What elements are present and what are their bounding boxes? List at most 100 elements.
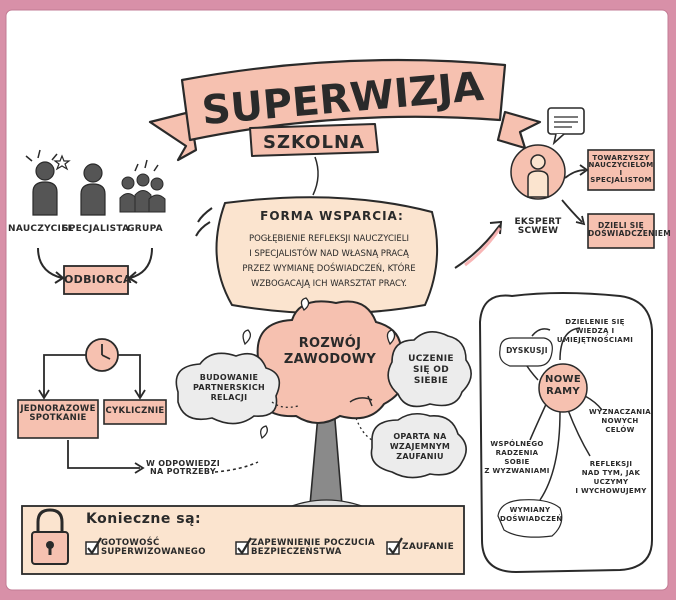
expert-shares-line: DOŚWIADCZENIEM xyxy=(588,228,672,238)
requirement-trust: ZAUFANIE xyxy=(402,542,455,552)
leaf-sprouts-icon xyxy=(242,297,396,440)
framework-sharing-label: DZIELENIE SIĘ WIEDZĄ I UMIEJĘTNOŚCIAMI xyxy=(550,318,640,345)
expert-partners-box xyxy=(587,149,655,191)
role-teacher-label: Nauczyciel xyxy=(8,224,74,234)
cloud-partner-relations xyxy=(175,352,281,425)
title-banner xyxy=(148,58,542,162)
dotted-link-right xyxy=(355,417,373,441)
one-time-line: JEDNORAZOWE xyxy=(20,404,96,414)
arrow-expert-shares xyxy=(561,199,583,223)
support-form-heading: FORMA WSPARCIA: xyxy=(260,209,404,223)
cloud-partner-line: PARTNERSKICH xyxy=(192,383,265,392)
group-sparks-icon xyxy=(134,159,159,172)
framework-item-line: DOŚWIADCZEŃ xyxy=(500,515,563,523)
requirements-panel xyxy=(21,505,465,575)
checkbox-icon xyxy=(235,537,252,555)
framework-item-line: SOBIE xyxy=(504,458,530,466)
expert-person-icon xyxy=(527,154,549,198)
framework-item-line: WSPÓLNEGO xyxy=(490,440,544,448)
cyclic-label: CYKLICZNIE xyxy=(105,406,165,416)
framework-challenges-label: WYZNACZANIA NOWYCH CELÓW xyxy=(588,408,652,435)
motion-lines xyxy=(195,207,213,237)
framework-links xyxy=(519,327,603,501)
clock-hands xyxy=(101,344,111,360)
framework-item-line: WYZNACZANIA xyxy=(589,408,651,416)
cyclic-box xyxy=(103,399,167,425)
timing-branch-right xyxy=(118,354,141,397)
spark-icon xyxy=(25,149,58,162)
timing-arrowheads xyxy=(38,389,146,400)
framework-coping-label: WSPÓLNEGO RADZENIA SOBIE Z WYZWANIAMI xyxy=(484,440,550,476)
support-form-line: PRZEZ WYMIANĘ DOŚWIADCZEŃ, KTÓRE xyxy=(242,264,416,274)
cloud-learning-line: SIĘ OD xyxy=(412,365,450,375)
checkbox-icon xyxy=(386,537,403,555)
tree-title-line: ROZWÓJ xyxy=(298,336,362,351)
requirement-line: SUPERWIZOWANEGO xyxy=(101,546,206,557)
subtitle-ribbon xyxy=(249,123,379,157)
framework-item-line: UCZYMY xyxy=(593,478,629,486)
arrow-highlight xyxy=(464,227,502,267)
cloud-learning xyxy=(387,331,472,408)
cloud-trust xyxy=(370,412,467,479)
support-form-line: WZBOGACAJĄ ICH WARSZTAT PRACY. xyxy=(251,279,407,289)
expert-partners-label: TOWARZYSZY NAUCZYCIELOM I SPECJALISTOM xyxy=(588,154,654,184)
speech-bubble-icon xyxy=(547,107,585,146)
arrowhead-shares xyxy=(575,215,586,226)
title-sub: SZKOLNA xyxy=(263,132,365,153)
subtitle-connector xyxy=(312,156,319,196)
arrow-teacher-to-recipient xyxy=(37,247,63,279)
requirement-line: ZAPEWNIENIE POCZUCIA xyxy=(251,538,376,548)
framework-item-line: UMIEJĘTNOŚCIAMI xyxy=(556,336,634,344)
framework-center xyxy=(538,363,588,413)
expert-shares-box xyxy=(587,213,655,249)
expert-shares-line: DZIELI SIĘ xyxy=(597,221,645,230)
framework-center-line: RAMY xyxy=(546,386,580,397)
framework-item-line: WYMIANY xyxy=(509,506,551,514)
support-form-blob xyxy=(215,196,439,315)
padlock-icon xyxy=(31,508,69,565)
cloud-learning-label: UCZENIE SIĘ OD SIEBIE xyxy=(400,354,462,387)
on-demand-label: W ODPOWIEDZI NA POTRZEBY xyxy=(146,459,220,477)
framework-item-line: NAD TYM, JAK xyxy=(581,469,641,477)
expert-label-line: EKSPERT xyxy=(514,217,562,227)
role-group-label: Grupa xyxy=(127,224,163,234)
framework-item-line: REFLEKSJI xyxy=(589,460,633,468)
one-time-box xyxy=(17,399,99,439)
requirement-readiness: GOTOWOŚĆ SUPERWIZOWANEGO xyxy=(101,539,231,557)
requirement-line: GOTOWOŚĆ xyxy=(101,538,160,548)
arrow-expert-partners xyxy=(564,169,586,179)
cloud-partner-line: BUDOWANIE xyxy=(199,373,259,382)
tree-title-line: ZAWODOWY xyxy=(283,352,377,367)
cloud-partner-label: BUDOWANIE PARTNERSKICH RELACJI xyxy=(184,373,274,403)
checkbox-icon xyxy=(85,537,102,555)
expert-partners-line: TOWARZYSZY xyxy=(592,154,650,162)
framework-experience-label: WYMIANY DOŚWIADCZEŃ xyxy=(500,506,563,524)
banner-tail-left xyxy=(148,110,198,162)
cloud-partner-line: RELACJI xyxy=(210,393,248,402)
on-demand-arrowhead xyxy=(134,462,145,474)
framework-item-line: DZIELENIE SIĘ xyxy=(565,318,625,326)
tree-leaf-icon xyxy=(349,395,373,407)
star-icon xyxy=(53,154,71,171)
subtitle-box xyxy=(249,123,379,157)
recipient-label: ODBIORCA xyxy=(64,273,132,286)
role-specialist-label: Specjalista xyxy=(62,224,130,234)
arrow-to-expert xyxy=(454,224,501,269)
banner-tail-right xyxy=(496,110,542,150)
discussion-bubble xyxy=(499,337,553,367)
cloud-learning-line: UCZENIE xyxy=(408,354,454,364)
support-form-line: POGŁĘBIENIE REFLEKSJI NAUCZYCIELI xyxy=(248,234,410,244)
cloud-trust-line: ZAUFANIU xyxy=(396,452,444,461)
framework-discussion-label: DYSKUSJI xyxy=(506,346,548,355)
framework-item-line: I WYCHOWUJEMY xyxy=(575,487,647,495)
expert-partners-line: NAUCZYCIELOM xyxy=(588,161,654,170)
recipient-box xyxy=(63,265,129,295)
arrowhead-right xyxy=(127,271,138,284)
tree-title: ROZWÓJ ZAWODOWY xyxy=(270,336,390,368)
expert-shares-label: DZIELI SIĘ DOŚWIADCZENIEM xyxy=(588,221,672,238)
framework-item-line: CELÓW xyxy=(605,426,635,434)
person-specialist-icon xyxy=(80,163,106,216)
requirements-heading: Konieczne są: xyxy=(86,511,202,527)
expert-label: EKSPERT SCWEW xyxy=(508,217,568,237)
